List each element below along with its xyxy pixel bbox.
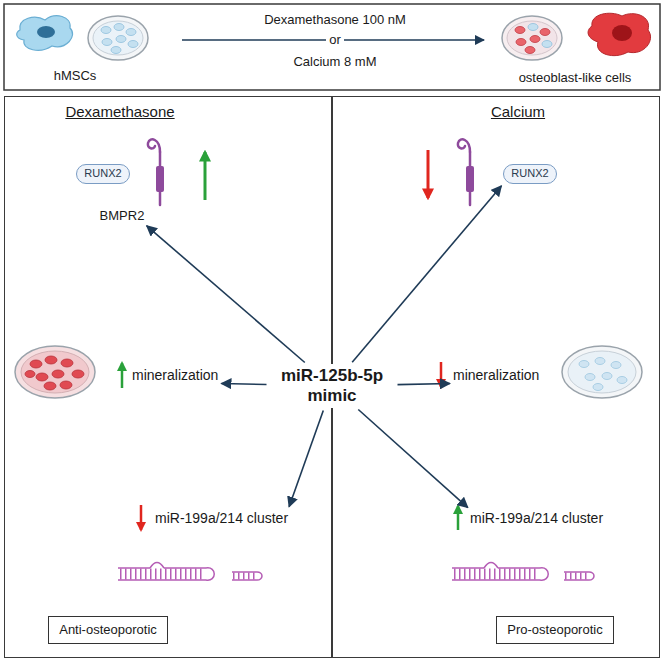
connector-arrow (221, 384, 266, 385)
stem-cell (17, 16, 73, 50)
connector-arrow (352, 186, 501, 362)
culture-dish (562, 346, 642, 398)
node-text: BMPR2 (100, 208, 145, 224)
connector-arrow (358, 410, 468, 508)
connector-arrow (398, 384, 451, 385)
culture-dish (502, 16, 562, 60)
label-text: Dexamethasone 100 nM (261, 12, 409, 28)
mirna-label: miR-199a/214 cluster (155, 510, 288, 527)
label-text: osteoblast-like cells (516, 70, 635, 86)
node-text: mineralization (132, 367, 218, 384)
outcome-label: mineralization (132, 367, 218, 384)
gene-label: BMPR2 (100, 208, 145, 224)
node-text: Pro-osteoporotic (507, 622, 602, 638)
top-panel (4, 4, 660, 90)
protein-pill: RUNX2 (503, 164, 556, 183)
label-text: Calcium 8 mM (290, 54, 379, 70)
node-text: miR-199a/214 cluster (155, 510, 288, 527)
osteoblast-cell (588, 13, 650, 55)
mirna-hairpin (118, 563, 262, 581)
dish-inner (21, 351, 89, 393)
mirna-label: miR-199a/214 cluster (470, 510, 603, 527)
treatment-node: miR-125b-5p mimic (270, 364, 395, 407)
receptor-body (466, 166, 474, 192)
receptor-body (156, 166, 164, 192)
label-text: hMSCs (51, 68, 100, 84)
dish-cells (579, 358, 627, 391)
node-text: Anti-osteoporotic (59, 622, 157, 638)
up-arrow (121, 363, 124, 388)
node-text: miR-199a/214 cluster (470, 510, 603, 527)
culture-dish (88, 16, 148, 60)
dish-cells (515, 24, 552, 54)
node-text: RUNX2 (511, 167, 548, 180)
dish-cells (25, 356, 84, 390)
down-arrow (140, 505, 143, 530)
connector-arrow (147, 226, 305, 363)
dish-cells (101, 24, 138, 54)
protein-pill: RUNX2 (76, 164, 129, 183)
dish-inner (507, 21, 557, 55)
up-arrow (457, 506, 460, 530)
nucleus (612, 25, 632, 41)
panel-heading: Dexamethasone (65, 103, 174, 120)
node-text: miR-125b-5p mimic (272, 366, 393, 405)
label-text: or (326, 32, 344, 48)
panel-heading: Calcium (491, 103, 545, 120)
dish-inner (93, 21, 143, 55)
culture-dish (15, 346, 95, 398)
dish-inner (568, 351, 636, 393)
connector-arrow (289, 410, 323, 506)
node-text: mineralization (453, 367, 539, 384)
mirna-hairpin (452, 563, 594, 581)
outcome-label: mineralization (453, 367, 539, 384)
node-text: RUNX2 (84, 167, 121, 180)
effect-box: Pro-osteoporotic (496, 616, 613, 644)
down-arrow (427, 150, 430, 198)
nucleus (37, 26, 55, 38)
up-arrow (204, 152, 207, 200)
effect-box: Anti-osteoporotic (48, 616, 168, 644)
